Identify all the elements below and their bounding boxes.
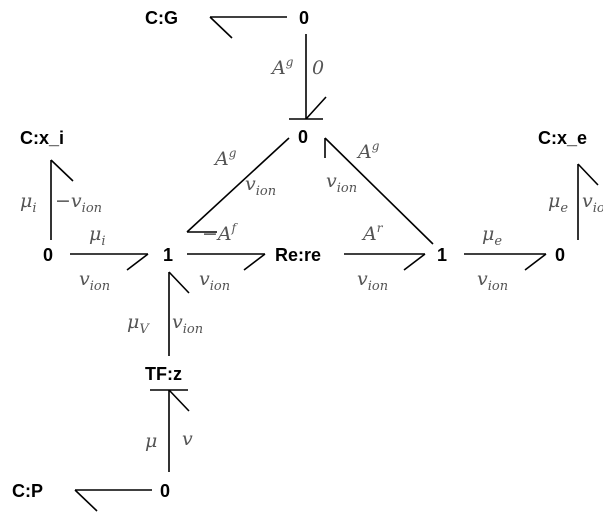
label-neg-af: −Af [202,221,239,245]
node-cxi: C:x_i [20,128,64,148]
label-v: v [182,428,193,450]
bond-one-left-zero-mid [186,137,290,233]
label-mu: μ [145,430,157,452]
label-vion-e-vertical: vion [582,190,603,216]
bond-one-right-zero-right [464,253,547,271]
bond-rere-one-right [344,253,426,271]
label-vion-left: vion [245,173,276,199]
node-zero-mid: 0 [298,127,308,147]
bond-one-left-rere [187,253,266,271]
bond-zero-bottom-tfz [150,389,190,472]
label-ag-top: Ag [270,55,294,79]
node-cg: C:G [145,8,178,28]
bond-zero-top-zero-mid [289,34,327,120]
node-zero-bottom: 0 [160,481,170,501]
label-mui-horizontal: μi [89,223,106,249]
node-zero-top: 0 [299,8,309,28]
label-muv: μV [127,311,150,337]
node-tfz: TF:z [145,364,182,384]
node-zero-left: 0 [43,245,53,265]
node-one-right: 1 [437,245,447,265]
bond-cp-zero-bottom [74,489,152,512]
bond-one-right-zero-mid [324,137,434,245]
label-vion-h3: vion [357,268,388,294]
bond-zero-left-one-left [70,253,149,271]
label-ar: Ar [361,221,384,245]
bond-cxi-zero-left [50,159,74,240]
node-cxe: C:x_e [538,128,587,148]
label-mue-horizontal: μe [482,223,502,249]
label-mui-vertical: μi [20,190,37,216]
label-ag-right: Ag [356,139,380,163]
bond-cg-zero-top [209,16,287,39]
label-vion-right: vion [326,170,357,196]
label-zero-flow: 0 [312,57,324,79]
node-one-left: 1 [163,245,173,265]
node-cp: C:P [12,481,43,501]
label-vion-h2: vion [199,268,230,294]
label-vion-h1: vion [79,268,110,294]
bond-cxe-zero-right [577,163,599,240]
bond-tfz-one-left [168,271,190,356]
label-vion-h4: vion [477,268,508,294]
label-neg-vion: −vion [55,190,102,216]
node-zero-right: 0 [555,245,565,265]
label-ag-left: Ag [213,146,237,170]
node-rere: Re:re [275,245,321,265]
label-mue-vertical: μe [548,190,568,216]
label-vion-vertical: vion [172,311,203,337]
